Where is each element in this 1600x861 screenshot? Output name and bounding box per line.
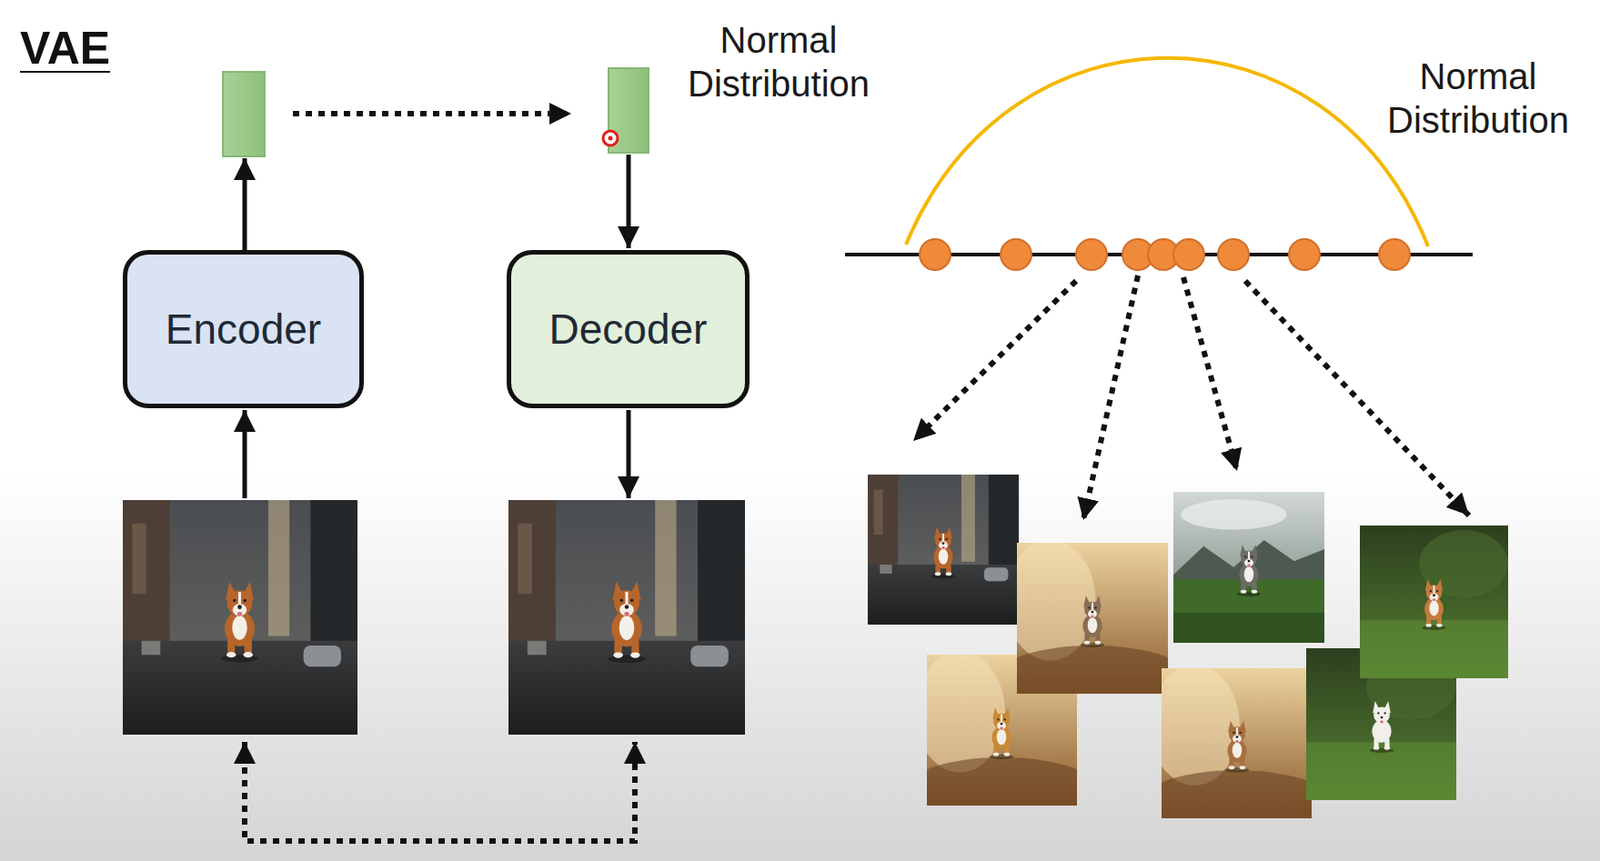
dog bbox=[607, 581, 646, 663]
illustration-part bbox=[1083, 275, 1138, 521]
encoder-box: Encoder bbox=[122, 250, 364, 409]
illustration-part bbox=[1217, 239, 1249, 271]
illustration-part bbox=[931, 527, 956, 580]
illustration-part bbox=[989, 707, 1014, 760]
dog bbox=[221, 582, 259, 664]
illustration-part bbox=[1173, 239, 1205, 271]
bell-curve bbox=[905, 58, 1429, 247]
arrow bbox=[242, 158, 248, 251]
illustration-part bbox=[1000, 239, 1032, 271]
node-label: Decoder bbox=[549, 304, 708, 354]
illustration-part bbox=[1369, 701, 1394, 754]
generated-photo bbox=[1143, 665, 1330, 832]
illustration-part bbox=[998, 540, 1187, 707]
generated-photo bbox=[1359, 525, 1509, 679]
dotted-bracket bbox=[244, 742, 635, 842]
diagram-title: VAE bbox=[20, 21, 111, 75]
distribution-label: Normal Distribution bbox=[684, 18, 874, 106]
illustration-part bbox=[1288, 239, 1320, 271]
illustration-part bbox=[913, 281, 1077, 442]
illustration-part bbox=[867, 474, 1019, 625]
illustration-part bbox=[1225, 721, 1249, 774]
node-label: Encoder bbox=[165, 304, 322, 354]
illustration-part bbox=[1245, 281, 1470, 516]
illustration-part bbox=[919, 239, 951, 271]
sample-points bbox=[919, 239, 1410, 271]
cursor-dot bbox=[603, 130, 618, 146]
illustration-part bbox=[1378, 239, 1410, 271]
illustration-part bbox=[1080, 595, 1105, 648]
distribution-label: Normal Distribution bbox=[1383, 54, 1573, 142]
arrow bbox=[242, 410, 248, 499]
dog-photo bbox=[508, 500, 745, 735]
generated-photo bbox=[867, 474, 1019, 625]
illustration-part bbox=[1076, 239, 1107, 271]
arrow bbox=[626, 154, 632, 249]
dotted-arrow bbox=[292, 110, 572, 117]
illustration-part bbox=[1359, 525, 1509, 679]
illustration-part bbox=[1173, 492, 1325, 644]
decoder-box: Decoder bbox=[506, 250, 750, 409]
cursor-dot bbox=[608, 136, 614, 141]
illustration-part bbox=[1237, 544, 1261, 597]
latent-vector bbox=[222, 71, 265, 157]
dog-photo bbox=[122, 500, 358, 735]
generated-photo bbox=[1173, 492, 1325, 644]
generated-photo bbox=[998, 540, 1187, 707]
illustration-part bbox=[1143, 665, 1330, 832]
illustration-part bbox=[1183, 277, 1238, 472]
illustration-part bbox=[1422, 579, 1447, 631]
arrow bbox=[626, 410, 632, 499]
